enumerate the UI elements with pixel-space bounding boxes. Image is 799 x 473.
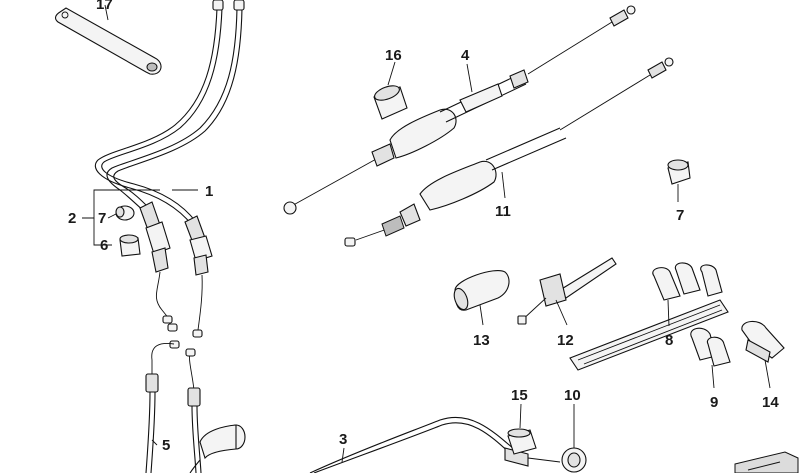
label-12: 12	[557, 332, 574, 349]
label-14: 14	[762, 394, 779, 411]
leader-lines	[82, 4, 771, 463]
part-4-cable	[283, 5, 636, 215]
label-16: 16	[385, 47, 402, 64]
label-7-left: 7	[98, 210, 106, 227]
label-8: 8	[665, 332, 673, 349]
label-9: 9	[710, 394, 718, 411]
part-3-cable	[309, 416, 561, 473]
part-7-bushing-left	[115, 205, 135, 221]
label-3: 3	[339, 431, 347, 448]
label-2: 2	[68, 210, 76, 227]
label-6: 6	[100, 237, 108, 254]
label-13: 13	[473, 332, 490, 349]
label-4: 4	[461, 47, 470, 64]
label-5: 5	[162, 437, 170, 454]
label-17: 17	[96, 0, 113, 13]
part-15-sleeve	[507, 428, 537, 455]
label-7-right: 7	[676, 207, 684, 224]
part-10-grommet	[561, 447, 587, 473]
label-11: 11	[495, 203, 511, 220]
part-12-strap	[517, 257, 617, 325]
part-11-cable	[344, 57, 674, 247]
part-17-tool	[55, 7, 162, 75]
part-8-tie-clips	[569, 262, 729, 371]
part-14-clip	[741, 320, 785, 363]
part-9-clip	[690, 327, 731, 367]
part-6-grommet	[119, 234, 141, 257]
part-7-bushing-right	[667, 159, 691, 185]
part-5-cable-lower	[145, 343, 246, 473]
corner-logo-icon	[734, 451, 799, 473]
part-16-sleeve	[373, 85, 408, 120]
part-labels: 17 1 2 7 6 5 16 4 11 7 13 12 8 9 14 3 15…	[68, 0, 779, 454]
label-10: 10	[564, 387, 581, 404]
part-13-cap	[453, 270, 510, 311]
label-15: 15	[511, 387, 528, 404]
label-1: 1	[205, 183, 213, 200]
